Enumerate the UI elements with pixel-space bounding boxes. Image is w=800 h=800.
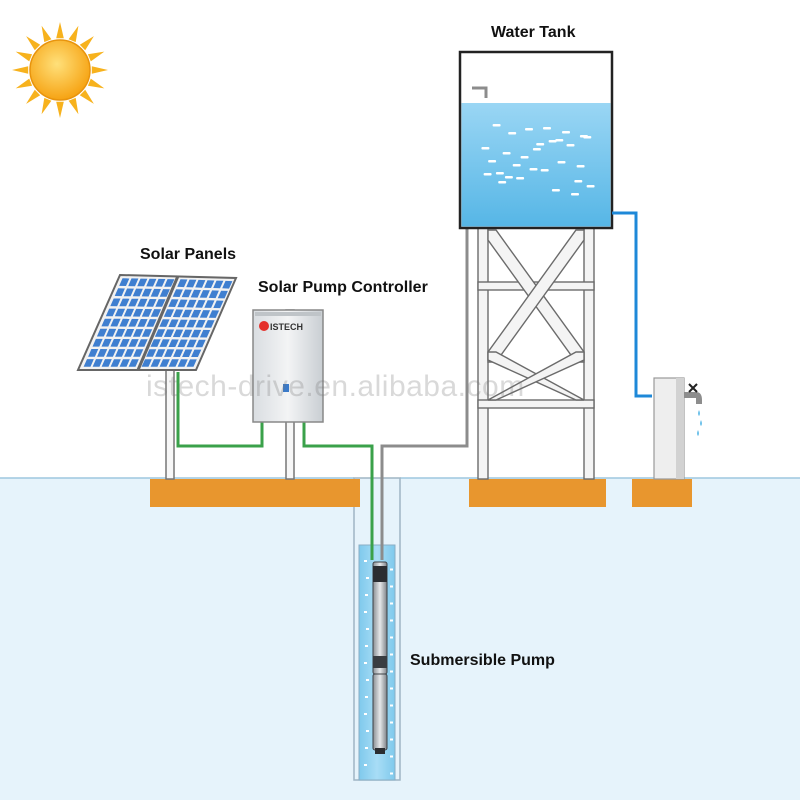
solar-panels — [76, 273, 238, 371]
water-tank — [458, 50, 614, 230]
panel-footing — [150, 479, 360, 507]
power-wires — [176, 372, 374, 560]
sun-icon — [12, 22, 108, 118]
submersible-pump — [372, 561, 388, 754]
faucet-stand — [653, 377, 702, 480]
label-submersible-pump: Submersible Pump — [410, 652, 555, 669]
label-water-tank: Water Tank — [491, 24, 576, 41]
water-drops — [697, 410, 702, 436]
outlet-pipe — [612, 211, 652, 398]
pump-controller: ISTECH — [252, 309, 324, 423]
label-controller: Solar Pump Controller — [258, 279, 428, 296]
watermark: istech-drive.en.alibaba.com — [146, 370, 525, 403]
tower — [477, 227, 595, 480]
controller-brand: ISTECH — [270, 322, 303, 332]
faucet-footing — [632, 479, 692, 507]
label-solar-panels: Solar Panels — [140, 246, 237, 263]
tower-footing — [469, 479, 606, 507]
